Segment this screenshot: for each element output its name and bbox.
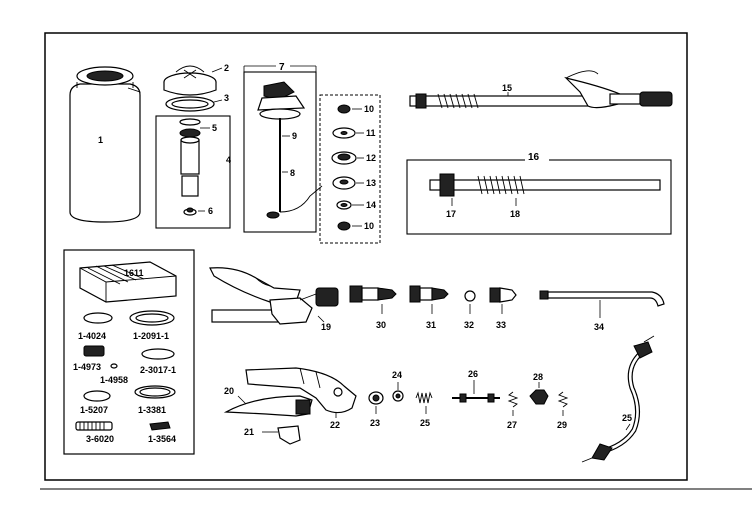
label-5: 5 — [212, 123, 217, 133]
diagram-frame — [44, 32, 688, 481]
tank-part: 1 — [69, 66, 141, 223]
label-25b: 25 — [622, 413, 632, 423]
wand-assembly-15: 15 — [409, 70, 673, 109]
label-9: 9 — [292, 131, 297, 141]
washer-group: 10 11 12 13 14 10 — [319, 94, 381, 244]
label-29: 29 — [557, 420, 567, 430]
pump-cap-part: 2 3 — [163, 63, 229, 112]
wand-extension-group: 16 17 18 — [406, 150, 672, 235]
label-27: 27 — [507, 420, 517, 430]
label-10a: 10 — [364, 104, 374, 114]
label-7: 7 — [279, 62, 285, 73]
nozzle-fittings: 30 31 32 33 34 — [349, 285, 665, 332]
label-31: 31 — [426, 320, 436, 330]
label-4: 4 — [226, 155, 231, 165]
small-valve-parts: 23 24 25 26 27 28 29 — [368, 369, 569, 430]
label-28: 28 — [533, 372, 543, 382]
hose-assembly-25: 25 — [581, 335, 655, 463]
label-18: 18 — [510, 209, 520, 219]
label-13: 13 — [366, 178, 376, 188]
valve-body-parts: 22 20 21 — [223, 367, 357, 445]
kit-label-4: 1-4958 — [100, 375, 128, 385]
label-34: 34 — [594, 322, 604, 332]
label-24: 24 — [392, 370, 402, 380]
label-30: 30 — [376, 320, 386, 330]
pump-plunger-group: 7 9 8 — [243, 62, 323, 233]
label-26: 26 — [468, 369, 478, 379]
label-21: 21 — [244, 427, 254, 437]
label-19: 19 — [321, 322, 331, 332]
label-22: 22 — [330, 420, 340, 430]
label-3: 3 — [224, 93, 229, 103]
kit-label-3: 1-4973 — [73, 362, 101, 372]
label-10b: 10 — [364, 221, 374, 231]
repair-kit-box: 1611 1-4024 1-2091-1 1-4973 1-4958 2-301… — [63, 249, 195, 455]
label-1: 1 — [98, 135, 103, 145]
label-25a: 25 — [420, 418, 430, 428]
label-23: 23 — [370, 418, 380, 428]
label-12: 12 — [366, 153, 376, 163]
kit-label-1: 1-4024 — [78, 331, 106, 341]
label-20: 20 — [224, 386, 234, 396]
label-15: 15 — [502, 83, 512, 93]
kit-label-7: 1-3381 — [138, 405, 166, 415]
kit-box-label: 1611 — [124, 268, 144, 278]
label-33: 33 — [496, 320, 506, 330]
label-8: 8 — [290, 168, 295, 178]
kit-label-2: 1-2091-1 — [133, 331, 169, 341]
label-11: 11 — [366, 128, 376, 138]
kit-label-8: 3-6020 — [86, 434, 114, 444]
kit-label-9: 1-3564 — [148, 434, 176, 444]
label-16: 16 — [528, 152, 540, 163]
label-6: 6 — [208, 206, 213, 216]
label-17: 17 — [446, 209, 456, 219]
pump-cylinder-group: 4 5 6 — [155, 115, 231, 229]
kit-label-6: 1-5207 — [80, 405, 108, 415]
label-14: 14 — [366, 200, 376, 210]
shutoff-valve-19: 19 — [209, 267, 339, 332]
kit-label-5: 2-3017-1 — [140, 365, 176, 375]
label-2: 2 — [224, 63, 229, 73]
label-32: 32 — [464, 320, 474, 330]
